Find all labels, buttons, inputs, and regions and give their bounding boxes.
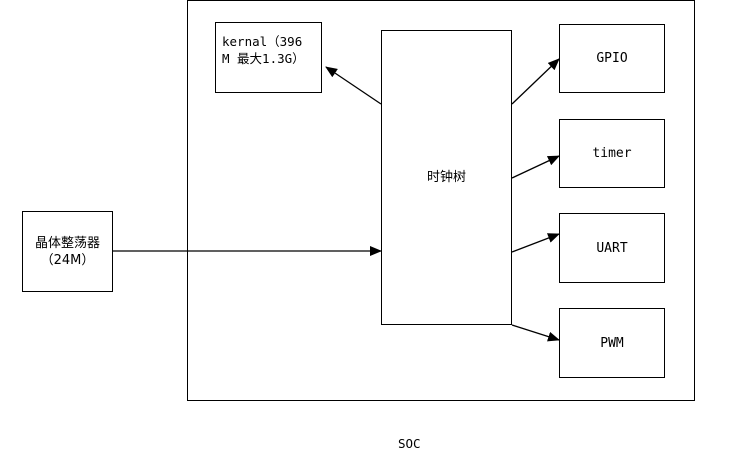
arrow-clock-tree-to-uart [511, 233, 560, 253]
pwm-box: PWM [559, 308, 665, 378]
kernel-label-line1: kernal（396 [222, 34, 303, 49]
gpio-label: GPIO [596, 51, 628, 66]
arrow-clock-tree-to-timer [511, 155, 560, 179]
arrow-clock-tree-to-gpio [511, 58, 560, 105]
kernel-box: kernal（396 M 最大1.3G） [215, 22, 322, 93]
clock-tree-box: 时钟树 [381, 30, 512, 325]
uart-box: UART [559, 213, 665, 283]
pwm-label: PWM [600, 335, 624, 351]
timer-label: timer [592, 146, 632, 161]
arrow-clock-tree-to-kernel [325, 66, 382, 105]
crystal-oscillator-frequency: （24M） [40, 252, 95, 268]
gpio-box: GPIO [559, 24, 665, 93]
arrow-clock-tree-to-pwm [511, 324, 560, 342]
soc-label: SOC [398, 436, 421, 451]
kernel-label-line2: M 最大1.3G） [222, 51, 305, 66]
crystal-oscillator-label: 晶体整荡器 [34, 235, 100, 251]
crystal-oscillator-box: 晶体整荡器 （24M） [22, 211, 113, 292]
clock-tree-label: 时钟树 [426, 170, 466, 185]
timer-box: timer [559, 119, 665, 188]
uart-label: UART [596, 240, 628, 256]
